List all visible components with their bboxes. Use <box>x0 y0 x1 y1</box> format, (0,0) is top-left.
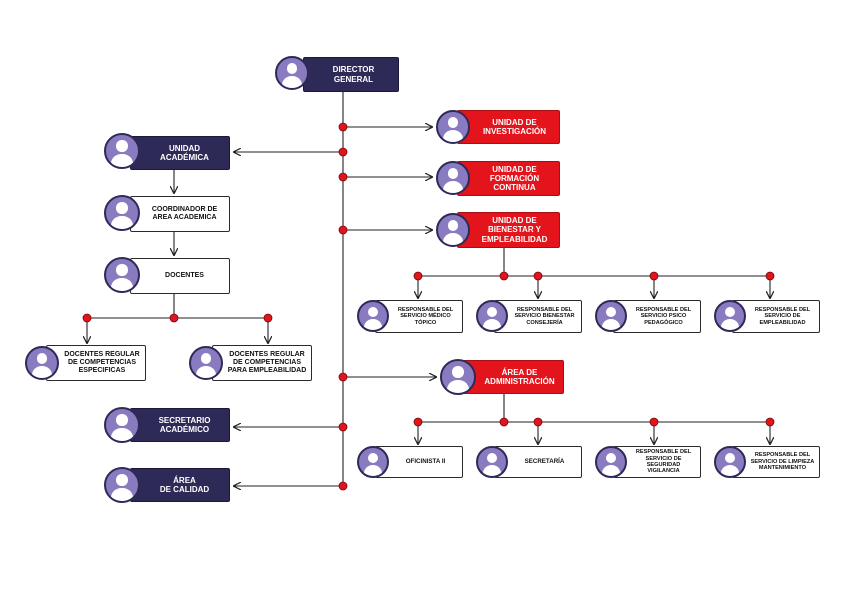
junction-dot <box>338 372 348 382</box>
junction-dot <box>413 271 423 281</box>
person-avatar-icon <box>104 195 140 231</box>
junction-dot <box>338 225 348 235</box>
person-avatar-icon <box>436 110 470 144</box>
person-avatar-icon <box>357 300 389 332</box>
node-label: DIRECTOR GENERAL <box>332 65 375 84</box>
node-label: ÁREA DE CALIDAD <box>159 475 210 494</box>
junction-dot <box>82 313 92 323</box>
node-consejeria: RESPONSABLE DEL SERVICIO BIENESTAR CONSE… <box>494 300 582 333</box>
junction-dot <box>765 271 775 281</box>
node-label: SECRETARÍA <box>524 458 565 466</box>
person-avatar-icon <box>595 300 627 332</box>
node-docentes-especificas: DOCENTES REGULAR DE COMPETENCIAS ESPECIF… <box>46 345 146 381</box>
node-label: OFICINISTA II <box>405 458 446 466</box>
person-avatar-icon <box>275 56 309 90</box>
node-label: UNIDAD DE INVESTIGACIÓN <box>482 117 547 136</box>
person-avatar-icon <box>476 446 508 478</box>
person-avatar-icon <box>436 213 470 247</box>
node-secretario: SECRETARIO ACADÉMICO <box>130 408 230 442</box>
node-label: UNIDAD DE BIENESTAR Y EMPLEABILIDAD <box>481 216 548 244</box>
person-avatar-icon <box>714 300 746 332</box>
node-secretaria: SECRETARÍA <box>494 446 582 478</box>
node-limpieza: RESPONSABLE DEL SERVICIO DE LIMPIEZA MAN… <box>732 446 820 478</box>
node-label: RESPONSABLE DEL SERVICIO DE EMPLEABILIDA… <box>754 306 811 326</box>
junction-dot <box>649 417 659 427</box>
node-docentes-empleabilidad: DOCENTES REGULAR DE COMPETENCIAS PARA EM… <box>212 345 312 381</box>
node-medico: RESPONSABLE DEL SERVICIO MÉDICO TÓPICO <box>375 300 463 333</box>
junction-dot <box>338 172 348 182</box>
junction-dot <box>338 481 348 491</box>
person-avatar-icon <box>357 446 389 478</box>
node-docentes: DOCENTES <box>130 258 230 294</box>
person-avatar-icon <box>104 407 140 443</box>
person-avatar-icon <box>25 346 59 380</box>
person-avatar-icon <box>104 133 140 169</box>
node-label: RESPONSABLE DEL SERVICIO MÉDICO TÓPICO <box>397 306 454 326</box>
node-label: RESPONSABLE DEL SERVICIO DE LIMPIEZA MAN… <box>750 452 815 472</box>
junction-dot <box>533 417 543 427</box>
node-formacion: UNIDAD DE FORMACIÓN CONTINUA <box>457 161 560 196</box>
node-calidad: ÁREA DE CALIDAD <box>130 468 230 502</box>
node-administracion: ÁREA DE ADMINISTRACIÓN <box>460 360 564 394</box>
junction-dot <box>413 417 423 427</box>
node-empleabilidad: RESPONSABLE DEL SERVICIO DE EMPLEABILIDA… <box>732 300 820 333</box>
person-avatar-icon <box>436 161 470 195</box>
junction-dot <box>499 417 509 427</box>
node-psico: RESPONSABLE DEL SERVICIO PSICO PEDAGÓGIC… <box>613 300 701 333</box>
node-coordinador: COORDINADOR DE AREA ACADEMICA <box>130 196 230 232</box>
node-label: ÁREA DE ADMINISTRACIÓN <box>484 367 555 386</box>
node-label: UNIDAD DE FORMACIÓN CONTINUA <box>489 164 540 193</box>
person-avatar-icon <box>189 346 223 380</box>
node-label: DOCENTES <box>165 271 204 279</box>
node-label: RESPONSABLE DEL SERVICIO BIENESTAR CONSE… <box>514 306 575 326</box>
person-avatar-icon <box>476 300 508 332</box>
node-label: DOCENTES REGULAR DE COMPETENCIAS ESPECIF… <box>64 350 140 375</box>
node-label: DOCENTES REGULAR DE COMPETENCIAS PARA EM… <box>227 350 307 375</box>
junction-dot <box>263 313 273 323</box>
junction-dot <box>533 271 543 281</box>
node-bienestar: UNIDAD DE BIENESTAR Y EMPLEABILIDAD <box>457 212 560 248</box>
junction-dot <box>649 271 659 281</box>
person-avatar-icon <box>714 446 746 478</box>
node-academica: UNIDAD ACADÉMICA <box>130 136 230 170</box>
junction-dot <box>169 313 179 323</box>
node-oficinista: OFICINISTA II <box>375 446 463 478</box>
junction-dot <box>338 422 348 432</box>
junction-dot <box>765 417 775 427</box>
node-label: RESPONSABLE DEL SERVICIO DE SEGURIDAD VI… <box>635 449 692 475</box>
junction-dot <box>338 147 348 157</box>
node-seguridad: RESPONSABLE DEL SERVICIO DE SEGURIDAD VI… <box>613 446 701 478</box>
node-label: SECRETARIO ACADÉMICO <box>158 415 211 434</box>
junction-dot <box>499 271 509 281</box>
person-avatar-icon <box>104 257 140 293</box>
node-label: RESPONSABLE DEL SERVICIO PSICO PEDAGÓGIC… <box>635 306 692 326</box>
node-director: DIRECTOR GENERAL <box>303 57 399 92</box>
junction-dot <box>338 122 348 132</box>
person-avatar-icon <box>595 446 627 478</box>
node-label: COORDINADOR DE AREA ACADEMICA <box>151 205 218 221</box>
person-avatar-icon <box>440 359 476 395</box>
node-label: UNIDAD ACADÉMICA <box>160 143 209 162</box>
node-investigacion: UNIDAD DE INVESTIGACIÓN <box>457 110 560 144</box>
person-avatar-icon <box>104 467 140 503</box>
